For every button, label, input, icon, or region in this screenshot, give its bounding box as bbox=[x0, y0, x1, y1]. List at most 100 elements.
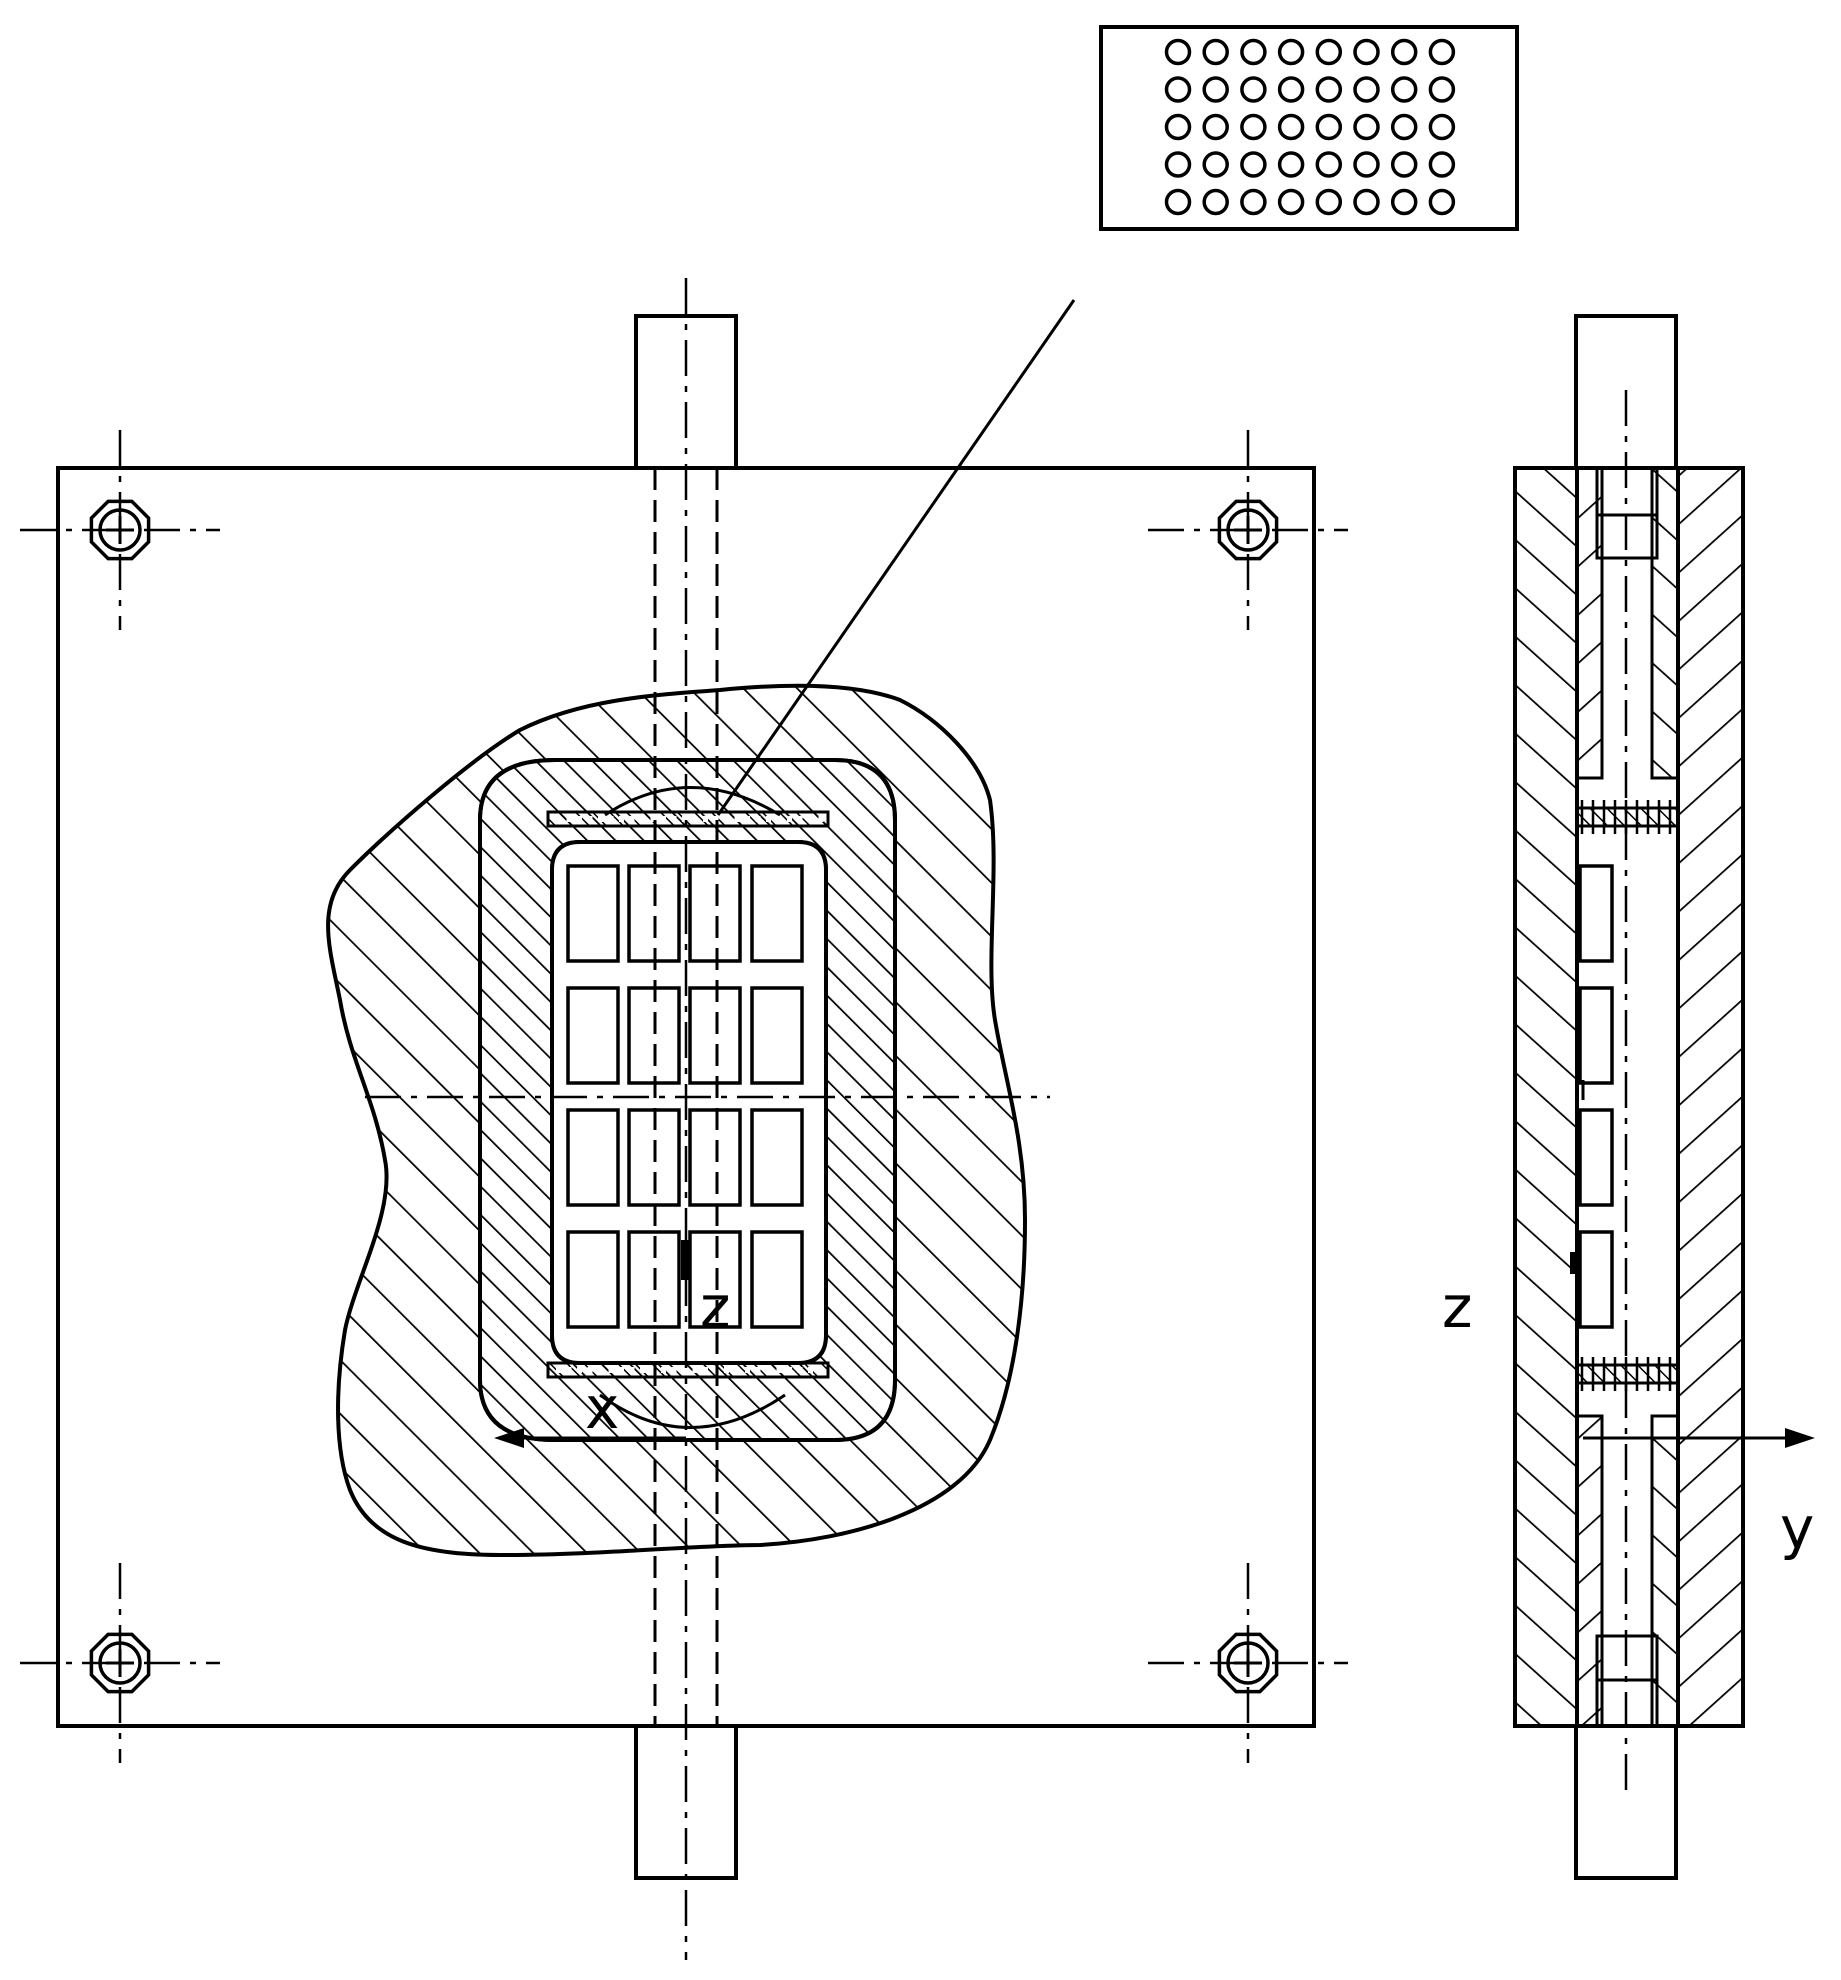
cell bbox=[627, 1230, 681, 1329]
membrane-pore bbox=[724, 1367, 729, 1373]
membrane-pore bbox=[797, 1367, 803, 1373]
membrane-pore bbox=[587, 816, 593, 822]
bolt-holes bbox=[20, 430, 1348, 1763]
hole bbox=[1390, 151, 1418, 178]
membrane-pore bbox=[745, 816, 750, 822]
membrane-pore bbox=[640, 816, 645, 822]
hole bbox=[1240, 151, 1267, 178]
membrane-pore bbox=[745, 1367, 750, 1373]
membrane-pore bbox=[608, 1367, 614, 1373]
membrane-pore bbox=[703, 1367, 708, 1373]
bolt-hole bbox=[1148, 430, 1348, 630]
membrane-pore bbox=[808, 816, 813, 822]
hole bbox=[1353, 113, 1380, 141]
hole bbox=[1277, 188, 1305, 216]
membrane-pore bbox=[598, 1367, 603, 1373]
bolt-hole bbox=[20, 430, 220, 630]
membrane-pore bbox=[671, 1367, 677, 1373]
hole bbox=[1315, 76, 1343, 103]
bolt-hole bbox=[20, 1563, 220, 1763]
membrane-pore bbox=[818, 816, 824, 822]
membrane-pore bbox=[629, 816, 635, 822]
hole bbox=[1277, 76, 1305, 103]
membrane-pore bbox=[755, 816, 761, 822]
membrane-pore bbox=[598, 816, 603, 822]
side-cells bbox=[1578, 864, 1614, 1329]
hole bbox=[1390, 188, 1418, 216]
hole bbox=[1202, 38, 1229, 66]
cell bbox=[627, 986, 681, 1085]
side-y-label: y bbox=[1780, 1494, 1814, 1562]
hole bbox=[1240, 188, 1267, 216]
hole bbox=[1277, 113, 1305, 141]
membrane-pore bbox=[766, 1367, 771, 1373]
hole bbox=[1428, 38, 1456, 66]
side-membrane-ticks bbox=[1580, 800, 1672, 1391]
membrane-pore bbox=[556, 1367, 561, 1373]
membrane-pore bbox=[577, 1367, 582, 1373]
membrane-pore bbox=[619, 1367, 624, 1373]
side-cell bbox=[1578, 986, 1614, 1085]
hole bbox=[1353, 76, 1380, 103]
cell bbox=[750, 1108, 804, 1207]
cell bbox=[566, 986, 620, 1085]
membrane-pore bbox=[692, 816, 698, 822]
membrane-strip bbox=[546, 810, 830, 828]
hole bbox=[1428, 188, 1456, 216]
cell-grid bbox=[566, 864, 804, 1329]
membrane-pore bbox=[566, 816, 572, 822]
hole bbox=[1428, 76, 1456, 103]
hole-grid bbox=[1164, 38, 1456, 216]
membrane-pore bbox=[587, 1367, 593, 1373]
bolt-hole bbox=[1148, 1563, 1348, 1763]
membrane-pore bbox=[797, 816, 803, 822]
membrane-pore bbox=[619, 816, 624, 822]
cell bbox=[566, 1230, 620, 1329]
membrane-pore bbox=[724, 816, 729, 822]
membrane-pore bbox=[766, 816, 771, 822]
hole bbox=[1164, 113, 1192, 141]
membrane-pore bbox=[692, 1367, 698, 1373]
membrane-bottom bbox=[546, 1361, 830, 1379]
hole bbox=[1164, 76, 1192, 103]
membrane-pore bbox=[671, 816, 677, 822]
hole bbox=[1390, 76, 1418, 103]
front-view: z x bbox=[20, 278, 1348, 1960]
side-left-wall bbox=[1513, 466, 1579, 1728]
hole bbox=[1240, 113, 1267, 141]
hole bbox=[1315, 113, 1343, 141]
section-cutaway bbox=[326, 683, 1028, 1558]
hole bbox=[1202, 188, 1229, 216]
membrane-top bbox=[546, 810, 830, 828]
front-x-label: x bbox=[585, 1374, 619, 1442]
membrane-pore bbox=[566, 1367, 572, 1373]
membrane-pore bbox=[787, 1367, 792, 1373]
cell bbox=[627, 1108, 681, 1207]
cell bbox=[750, 986, 804, 1085]
membrane-pore bbox=[650, 816, 656, 822]
side-right-wall bbox=[1676, 466, 1745, 1728]
membrane-pore bbox=[776, 816, 782, 822]
hole bbox=[1202, 151, 1229, 178]
hole bbox=[1353, 38, 1380, 66]
cell bbox=[750, 864, 804, 963]
cell bbox=[688, 986, 742, 1085]
membrane-pore bbox=[650, 1367, 656, 1373]
membrane-pore bbox=[713, 816, 719, 822]
membrane-pore bbox=[703, 816, 708, 822]
membrane-pore bbox=[734, 816, 740, 822]
cell bbox=[750, 1230, 804, 1329]
hole bbox=[1428, 151, 1456, 178]
membrane-pore bbox=[629, 1367, 635, 1373]
hole bbox=[1164, 38, 1192, 66]
cell bbox=[688, 864, 742, 963]
hole bbox=[1202, 76, 1229, 103]
side-cell bbox=[1578, 1108, 1614, 1207]
membrane-pore bbox=[734, 1367, 740, 1373]
side-cell bbox=[1578, 1230, 1614, 1329]
membrane-pore bbox=[556, 816, 561, 822]
membrane-pore bbox=[682, 1367, 687, 1373]
hole bbox=[1202, 113, 1229, 141]
membrane-pore bbox=[808, 1367, 813, 1373]
hole bbox=[1390, 38, 1418, 66]
